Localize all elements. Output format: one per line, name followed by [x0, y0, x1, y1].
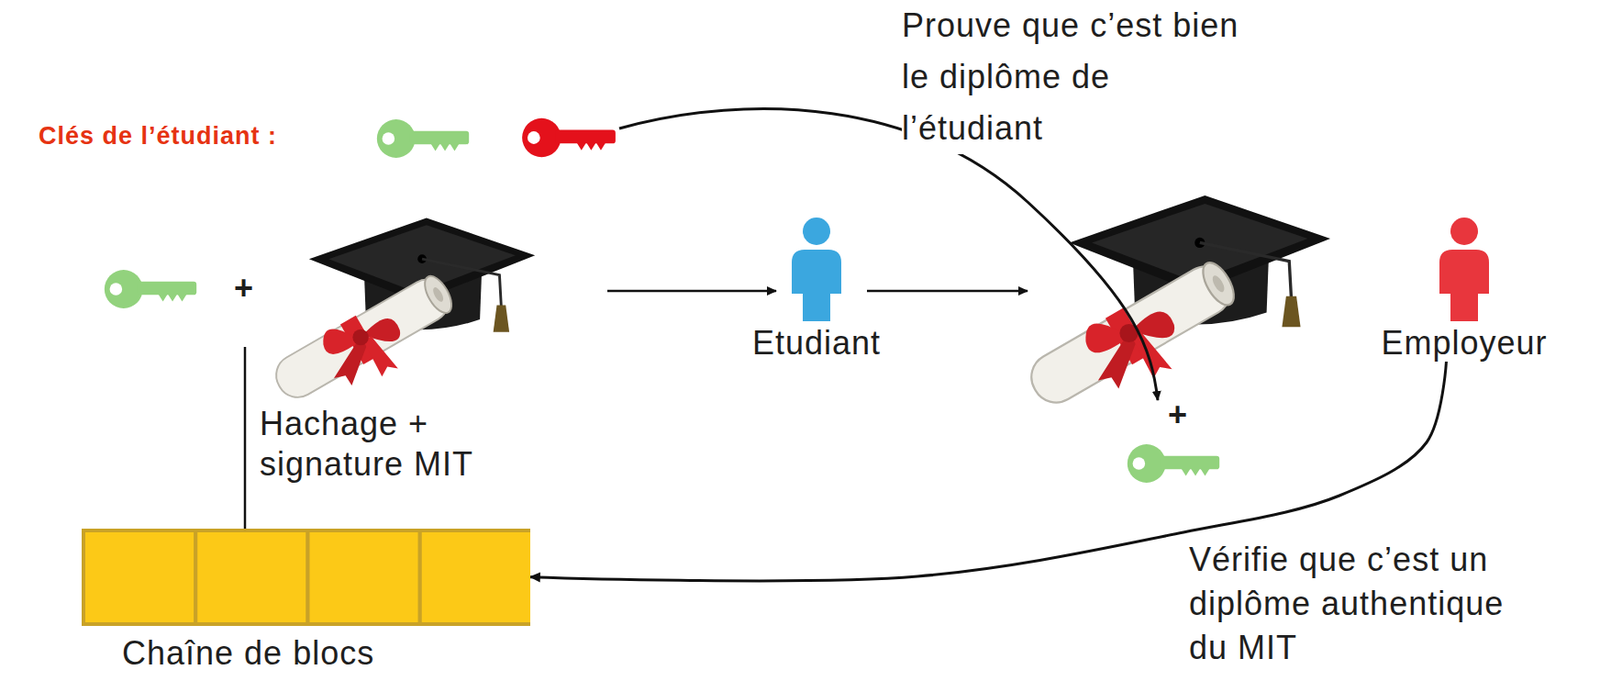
chain-block [83, 530, 196, 624]
diploma-illustration [267, 218, 535, 407]
blockchain-node: Chaîne de blocs [81, 528, 531, 626]
node-label: Etudiant [752, 324, 881, 362]
node-label: Chaîne de blocs [122, 634, 375, 672]
chain-block [420, 530, 531, 624]
person-node: Etudiant [744, 214, 889, 362]
node-label: Employeur [1380, 324, 1547, 362]
flow-arrow [607, 289, 777, 293]
public-key-icon [104, 269, 197, 309]
callout-note: Vérifie que c’est un diplôme authentique… [1188, 537, 1543, 670]
keys-heading: Clés de l’étudiant : [38, 117, 278, 155]
chain-block [195, 530, 308, 624]
person-icon [788, 214, 845, 325]
public-key-icon [377, 119, 469, 158]
person-node: Employeur [1373, 214, 1556, 362]
flow-arrow [866, 289, 1028, 293]
plus-sign: + [233, 267, 255, 309]
process-note: Hachage + signature MIT [259, 403, 517, 485]
person-icon [1435, 214, 1493, 325]
private-key-icon [522, 118, 616, 157]
chain-blocks [81, 528, 531, 626]
callout-note: Prouve que c’est bien le diplôme de l’ét… [901, 0, 1245, 155]
chain-block [308, 530, 421, 624]
diploma-illustration [1022, 195, 1331, 413]
public-key-icon [1127, 444, 1220, 483]
plus-sign: + [1167, 394, 1189, 435]
